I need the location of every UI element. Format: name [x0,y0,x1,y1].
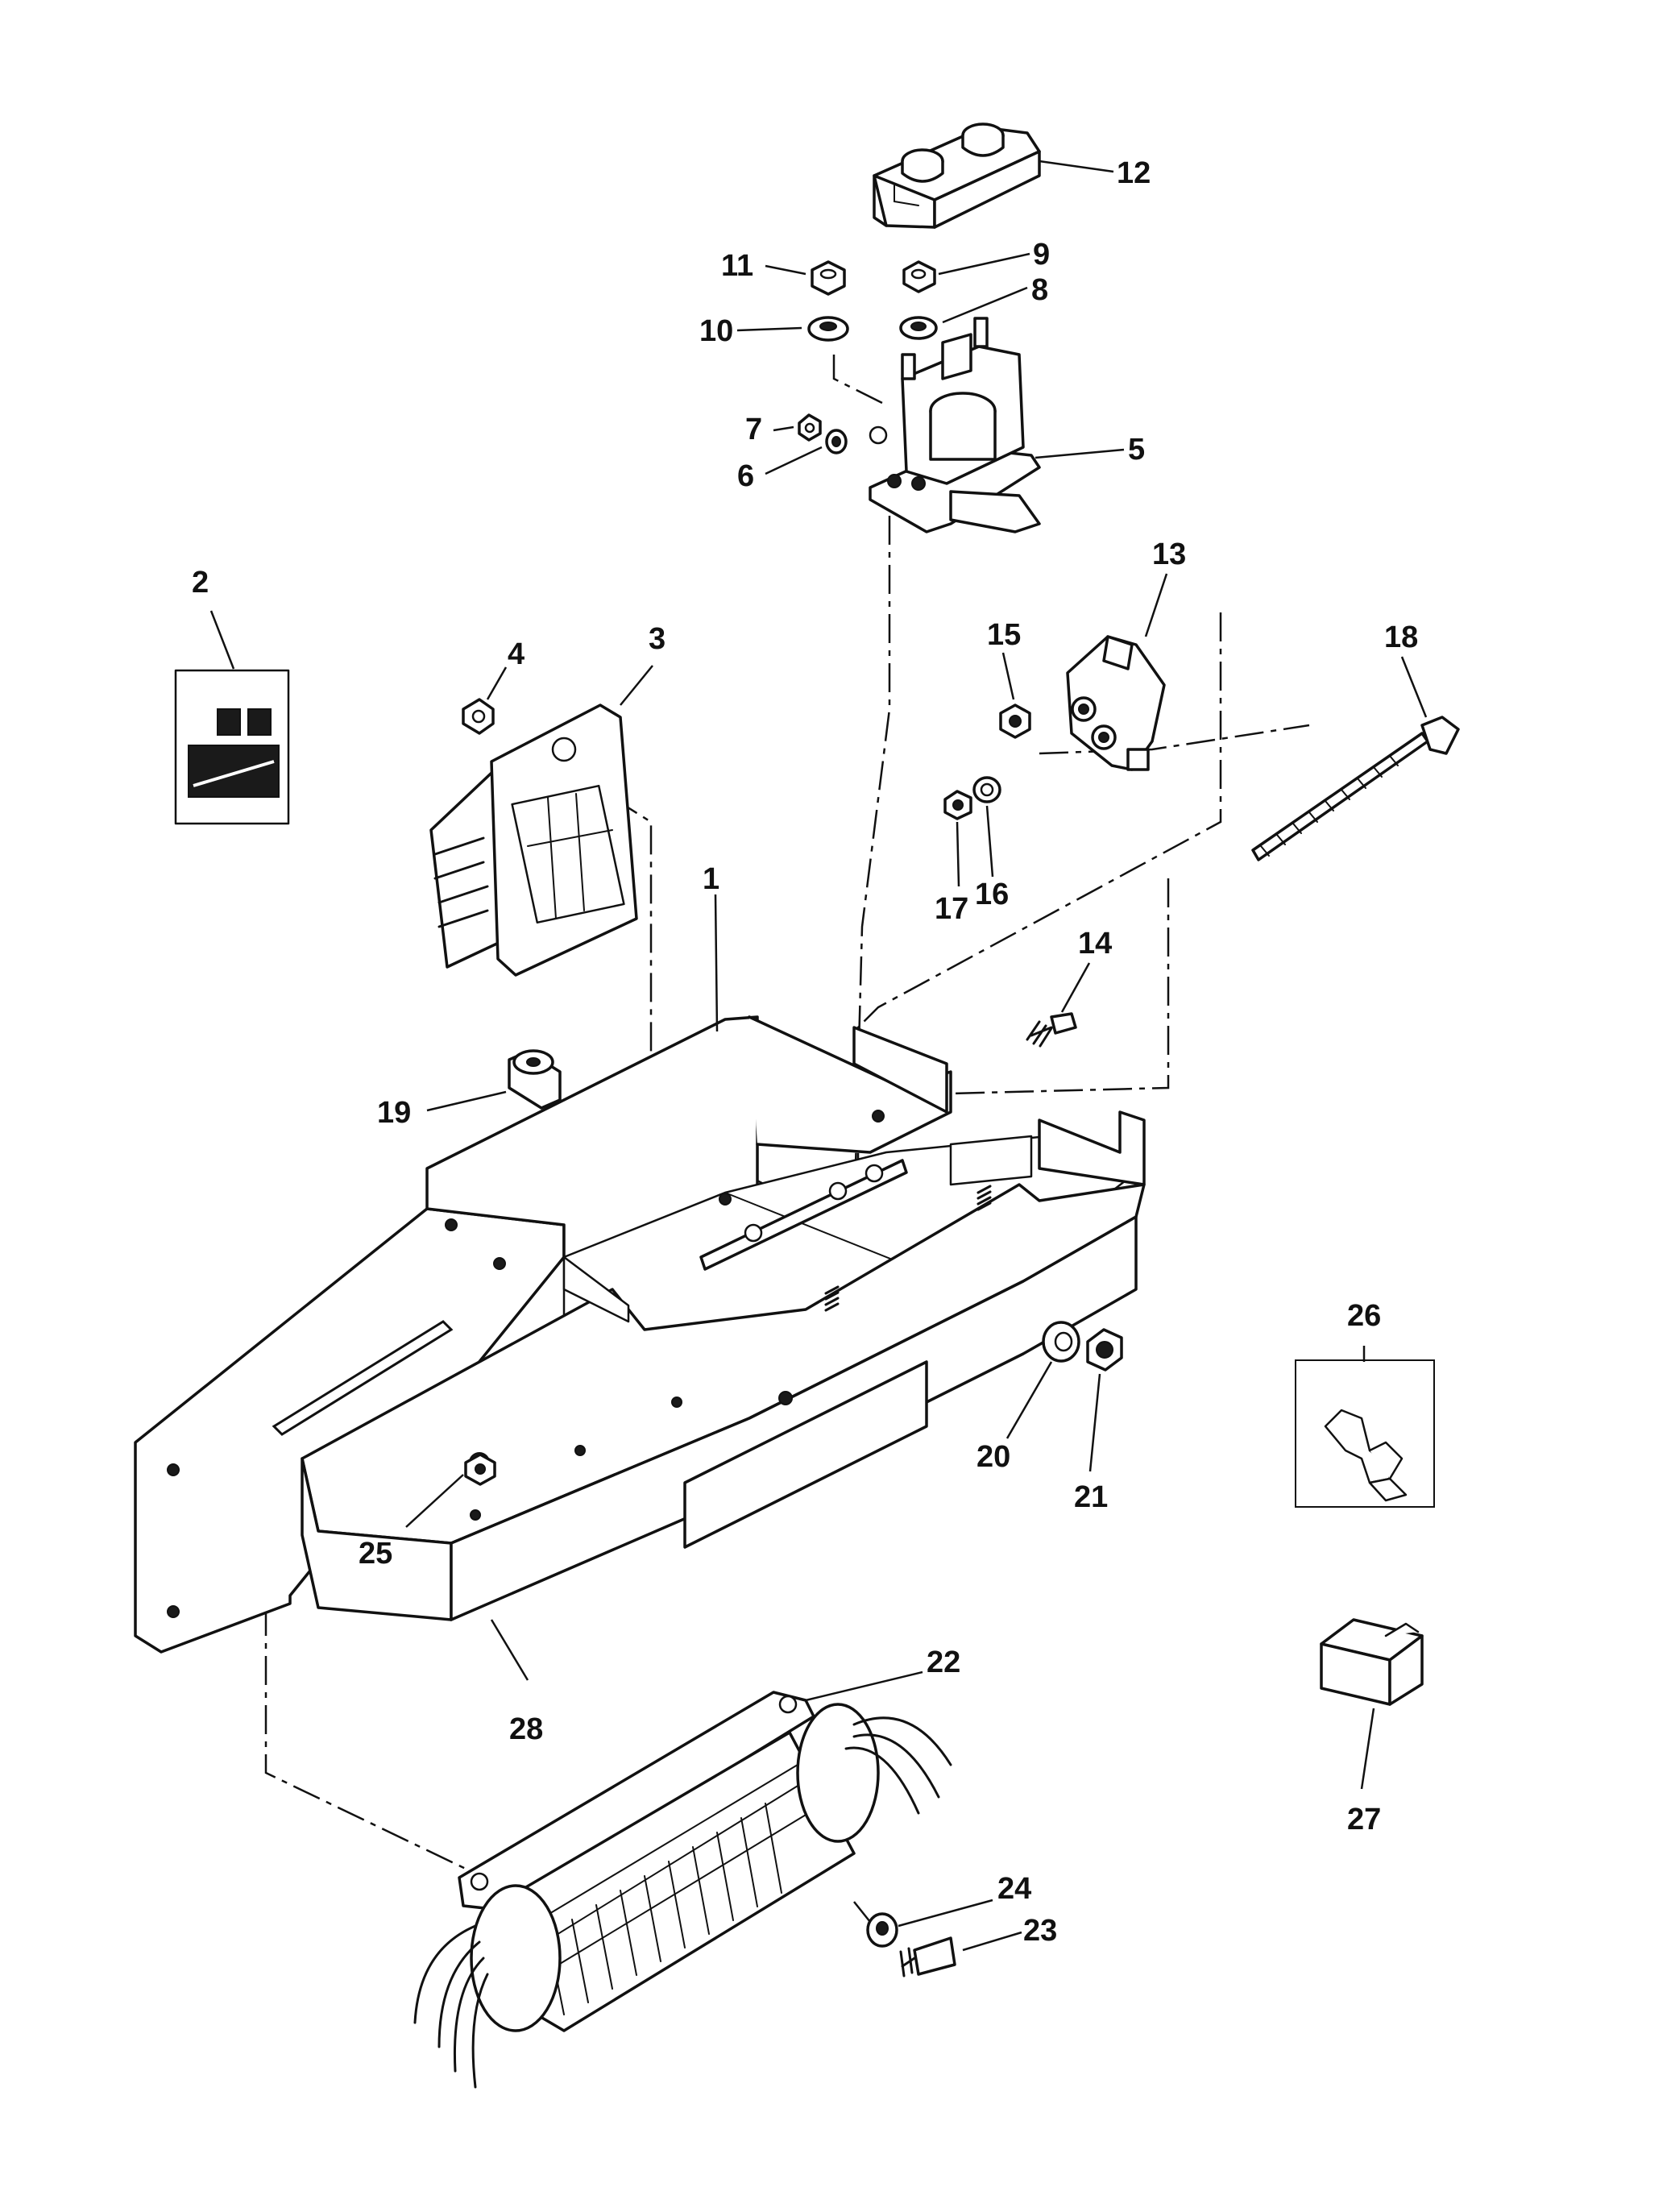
tray-assembly [134,1015,1146,1654]
nut-7 [798,413,822,442]
callout-23: 23 [1023,1914,1057,1948]
terminal-cover [873,122,1041,229]
washer-24 [866,1912,898,1948]
callout-6: 6 [737,459,754,493]
callout-7: 7 [745,413,762,446]
nut-17 [943,790,972,820]
callout-8: 8 [1031,273,1048,307]
washer-6 [825,429,848,454]
callout-5: 5 [1128,433,1145,467]
callout-12: 12 [1117,156,1151,190]
washer-8 [899,316,938,340]
callout-19: 19 [377,1096,411,1130]
nut-21 [1086,1328,1123,1372]
circuit-breaker [429,703,638,977]
callout-24: 24 [997,1872,1031,1906]
callout-18: 18 [1384,620,1418,654]
nut-9 [902,260,936,293]
label-decal [174,669,290,825]
callout-26: 26 [1347,1299,1381,1333]
callout-14: 14 [1078,927,1112,961]
bolt-23 [899,1936,956,1978]
screw-14 [1026,1012,1077,1048]
callout-17: 17 [935,892,968,926]
callout-1: 1 [703,862,719,896]
callout-16: 16 [975,878,1009,911]
washer-10 [807,316,849,342]
callout-13: 13 [1152,537,1186,571]
spacer [508,1049,562,1110]
callout-9: 9 [1033,238,1050,272]
callout-10: 10 [699,314,733,348]
washer-16 [972,776,1001,803]
callout-2: 2 [192,566,209,600]
long-bolt [1251,716,1460,861]
callout-4: 4 [508,637,525,671]
nut-11 [811,260,846,296]
callout-21: 21 [1074,1480,1108,1514]
callout-labels: 1 2 3 4 5 6 7 8 9 10 11 12 13 14 15 16 1… [192,156,1418,1948]
washer-20 [1042,1321,1080,1363]
callout-11: 11 [721,249,753,283]
callout-27: 27 [1347,1803,1381,1836]
solenoid [869,317,1041,533]
nut-4 [462,698,495,735]
callout-15: 15 [987,618,1021,652]
callout-28: 28 [509,1712,543,1746]
callout-20: 20 [976,1440,1010,1474]
relay-block [1066,635,1166,771]
fuse [1324,1409,1408,1502]
callout-3: 3 [649,622,665,656]
callout-25: 25 [359,1537,392,1571]
relay-cube [1320,1618,1424,1706]
leader-lines [209,160,1428,1952]
control-module [413,1691,952,2089]
callout-22: 22 [927,1646,960,1679]
nut-15 [999,703,1031,739]
nut-25 [464,1453,496,1486]
